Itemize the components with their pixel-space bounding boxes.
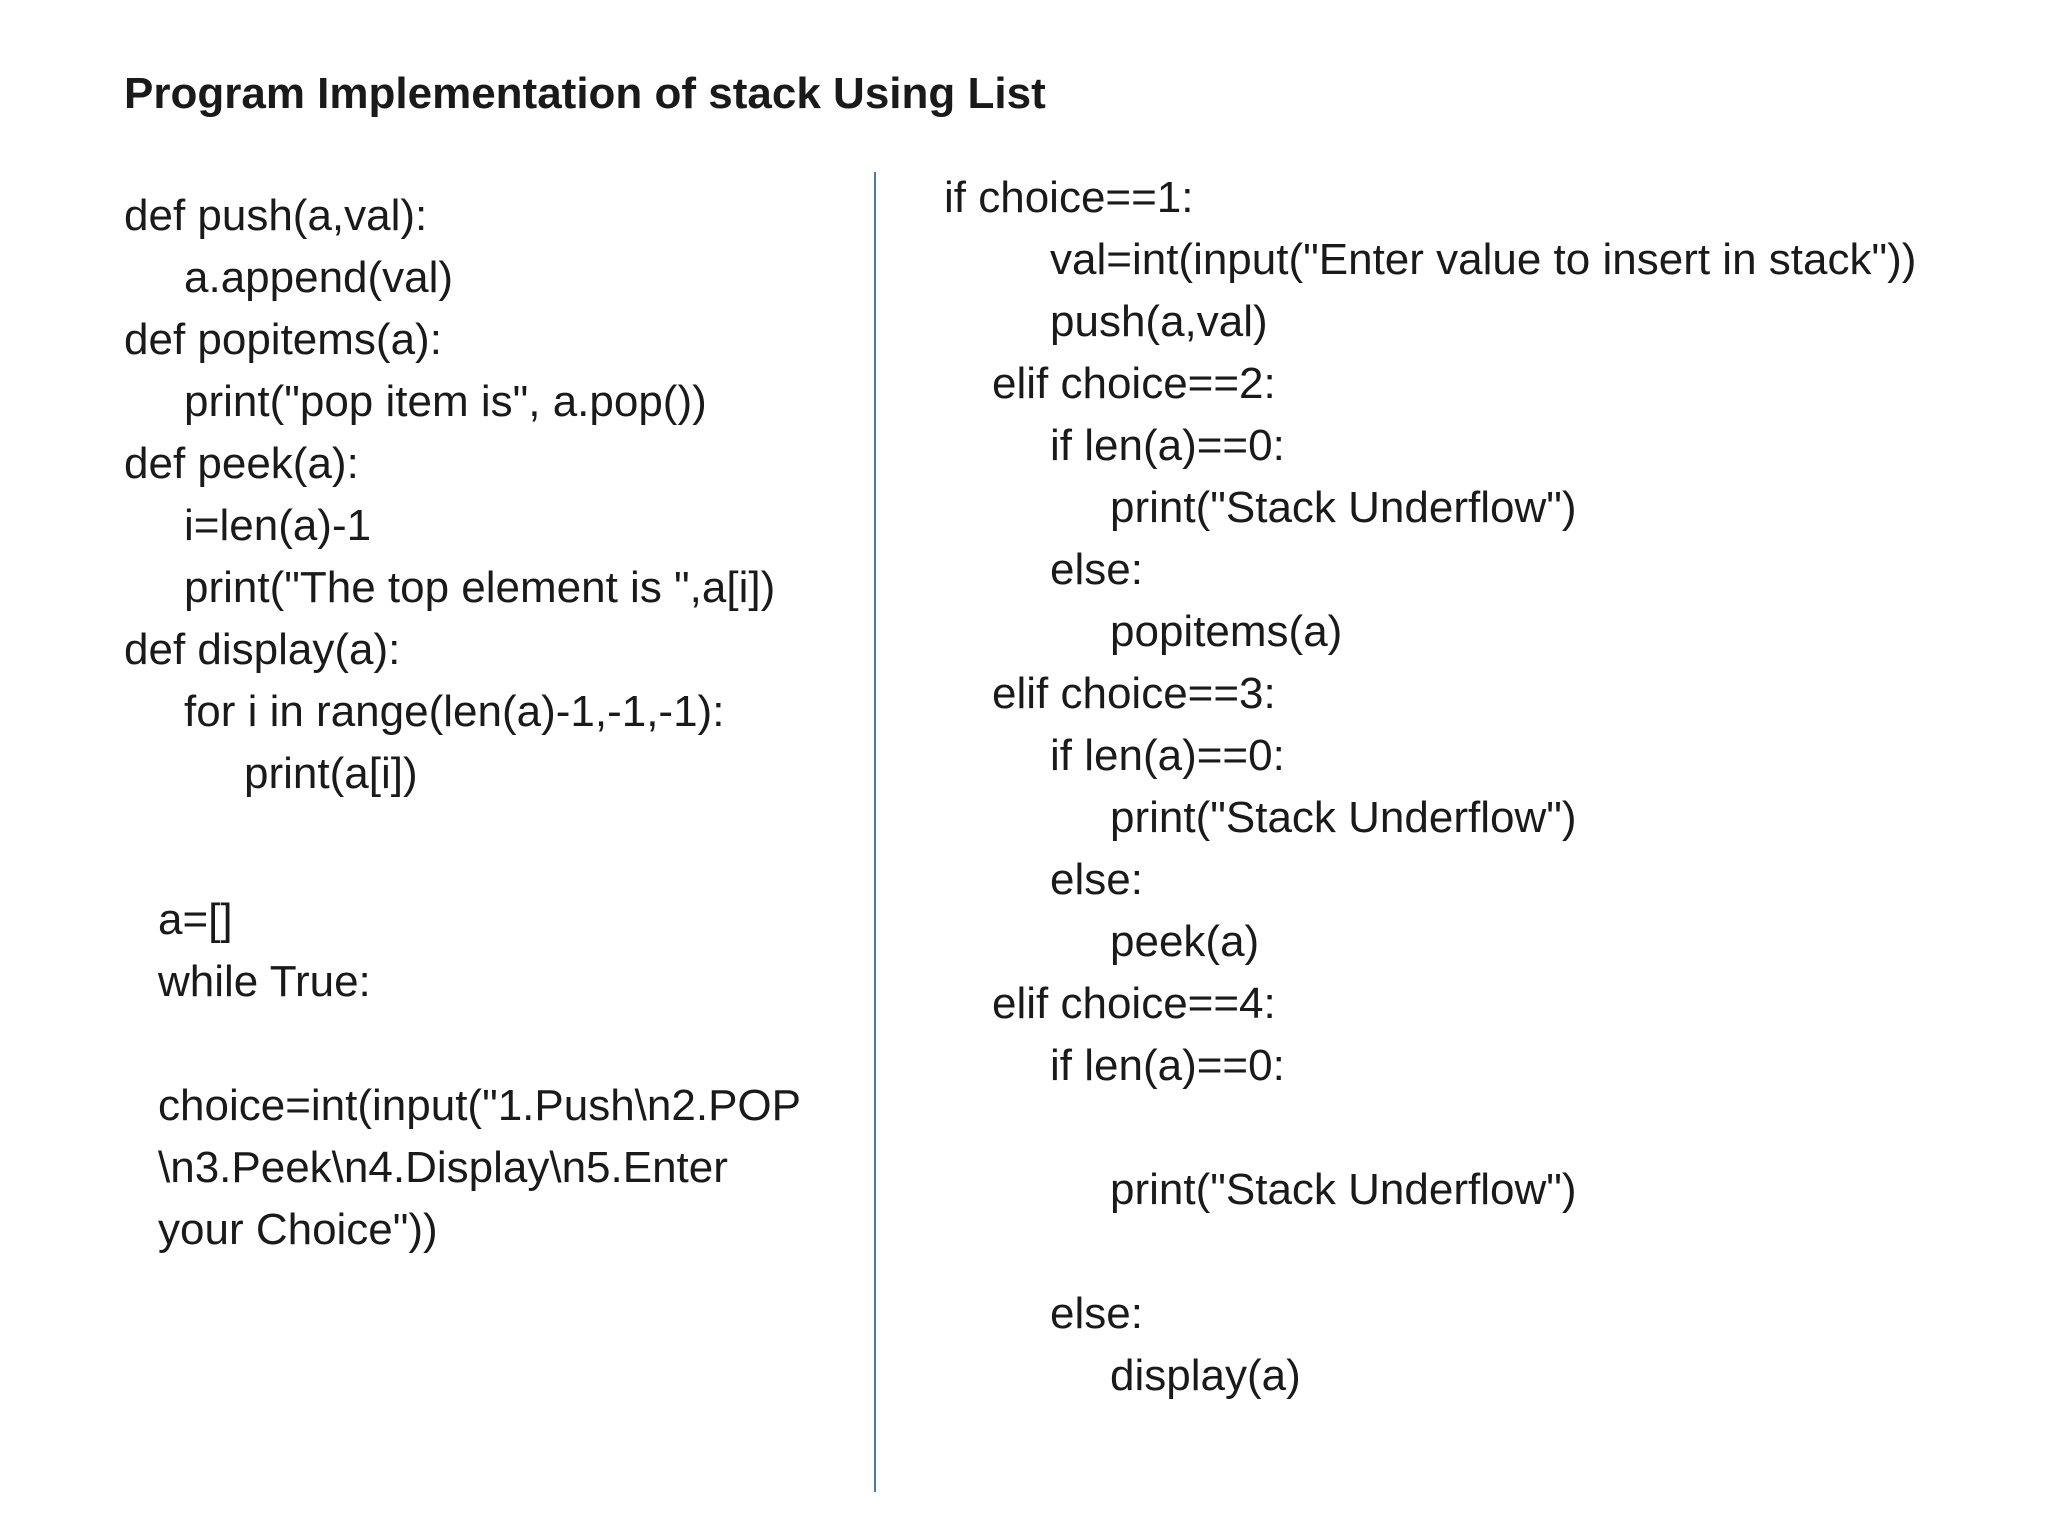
code-line: peek(a) (1110, 917, 1260, 966)
code-line: def push(a,val): (124, 191, 428, 240)
code-line: push(a,val) (1050, 297, 1268, 346)
code-line: else: (1050, 1289, 1143, 1338)
code-line: elif choice==4: (992, 979, 1276, 1028)
code-line: a=[] (158, 895, 233, 944)
code-line: else: (1050, 545, 1143, 594)
code-line: while True: (158, 957, 371, 1006)
code-line: display(a) (1110, 1351, 1301, 1400)
code-line: elif choice==2: (992, 359, 1276, 408)
code-line: a.append(val) (184, 253, 454, 302)
code-line: print("Stack Underflow") (1110, 1165, 1577, 1214)
code-line: print("pop item is", a.pop()) (184, 377, 707, 426)
code-line: i=len(a)-1 (184, 501, 372, 550)
code-line: print("Stack Underflow") (1110, 483, 1577, 532)
code-line: print(a[i]) (244, 749, 418, 798)
code-line: def display(a): (124, 625, 401, 674)
code-line: \n3.Peek\n4.Display\n5.Enter (158, 1143, 728, 1192)
code-line: if len(a)==0: (1050, 1041, 1285, 1090)
code-line: your Choice")) (158, 1205, 438, 1254)
code-line: choice=int(input("1.Push\n2.POP (158, 1081, 801, 1130)
slide-title: Program Implementation of stack Using Li… (124, 69, 1046, 118)
code-line: if choice==1: (944, 173, 1194, 222)
code-line: val=int(input("Enter value to insert in … (1050, 235, 1917, 284)
code-line: print("Stack Underflow") (1110, 793, 1577, 842)
code-line: if len(a)==0: (1050, 731, 1285, 780)
code-line: if len(a)==0: (1050, 421, 1285, 470)
code-line: elif choice==3: (992, 669, 1276, 718)
code-line: print("The top element is ",a[i]) (184, 563, 776, 612)
code-line: popitems(a) (1110, 607, 1343, 656)
code-line: for i in range(len(a)-1,-1,-1): (184, 687, 725, 736)
code-line: def peek(a): (124, 439, 359, 488)
code-line: else: (1050, 855, 1143, 904)
code-line: def popitems(a): (124, 315, 442, 364)
column-divider (874, 172, 876, 1492)
